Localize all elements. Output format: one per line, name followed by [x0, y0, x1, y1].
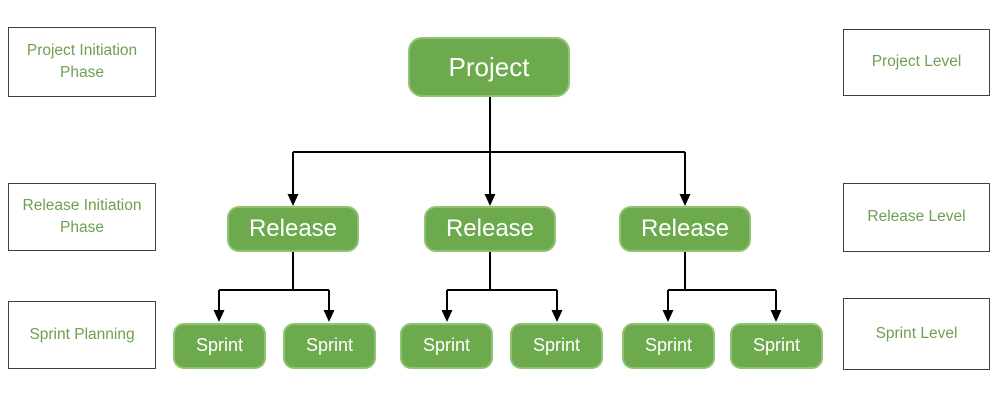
sprint-node-label: Sprint	[752, 335, 801, 356]
project-node-label: Project	[448, 51, 530, 82]
project-node: Project	[408, 37, 570, 97]
label-text: Release Level	[867, 208, 966, 226]
label-sprint-planning: Sprint Planning	[8, 301, 156, 369]
sprint-node-3: Sprint	[400, 323, 493, 369]
label-text: Project Initiation Phase	[26, 41, 138, 81]
label-project-level: Project Level	[843, 29, 990, 96]
label-text: Sprint Level	[875, 324, 958, 342]
sprint-node-5: Sprint	[622, 323, 715, 369]
release-node-1: Release	[227, 206, 359, 252]
label-text: Release Initiation Phase	[22, 196, 142, 236]
label-text: Project Level	[871, 53, 962, 71]
sprint-node-2: Sprint	[283, 323, 376, 369]
sprint-node-label: Sprint	[195, 335, 244, 356]
release-node-2: Release	[424, 206, 556, 252]
sprint-node-label: Sprint	[422, 335, 471, 356]
release-node-3: Release	[619, 206, 751, 252]
release-node-label: Release	[248, 214, 338, 242]
sprint-node-6: Sprint	[730, 323, 823, 369]
connector-strokes	[218, 97, 777, 312]
sprint-node-label: Sprint	[305, 335, 354, 356]
release-node-label: Release	[445, 214, 535, 242]
sprint-node-4: Sprint	[510, 323, 603, 369]
label-project-initiation-phase: Project Initiation Phase	[8, 27, 156, 97]
label-sprint-level: Sprint Level	[843, 298, 990, 370]
label-text: Sprint Planning	[29, 325, 135, 343]
sprint-node-label: Sprint	[644, 335, 693, 356]
label-release-level: Release Level	[843, 183, 990, 252]
sprint-node-1: Sprint	[173, 323, 266, 369]
release-node-label: Release	[640, 214, 730, 242]
sprint-node-label: Sprint	[532, 335, 581, 356]
label-release-initiation-phase: Release Initiation Phase	[8, 183, 156, 251]
